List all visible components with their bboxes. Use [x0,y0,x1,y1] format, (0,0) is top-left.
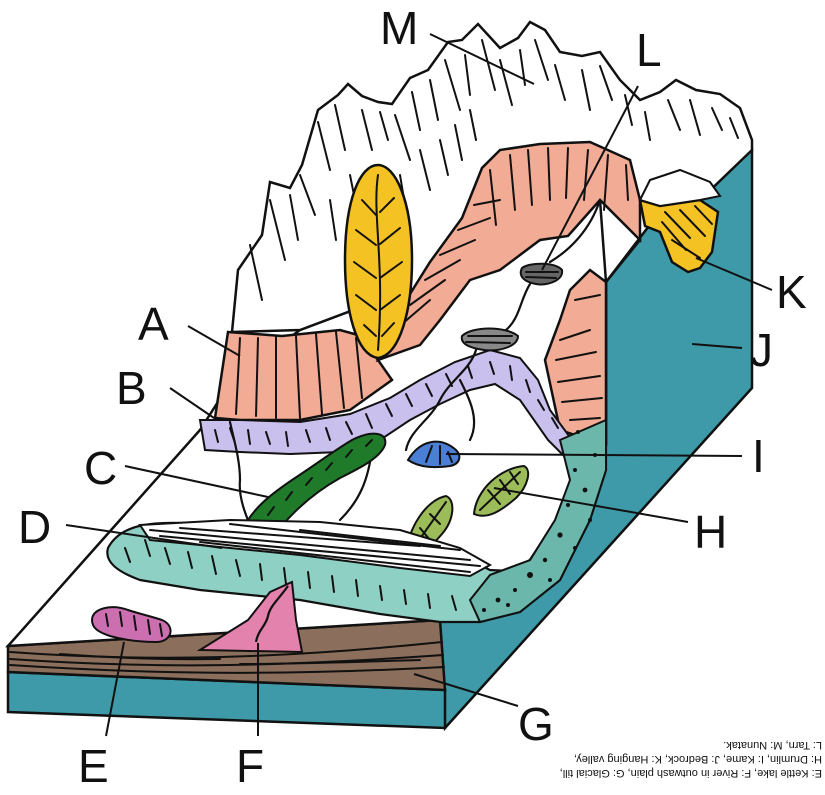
label-m: M [380,2,418,54]
tarn-upper [521,264,562,285]
label-k: K [776,266,807,318]
caption-line-1: E: Kettle lake, F: River in outwash plai… [552,766,822,780]
label-b: B [116,362,147,414]
label-i: I [752,430,765,482]
label-j: J [750,324,773,376]
label-h: H [694,506,727,558]
caption-line-3: L: Tarn, M: Nunatak. [552,738,822,752]
answer-key-caption: E: Kettle lake, F: River in outwash plai… [552,738,822,780]
tarn-lower [462,329,518,351]
label-l: L [636,24,662,76]
label-c: C [84,442,117,494]
label-a: A [138,298,169,350]
label-g: G [518,698,554,750]
label-f: F [236,740,264,792]
label-e: E [78,740,109,792]
caption-line-2: H: Drumlin, I: Kame, J: Bedrock, K: Hang… [552,752,822,766]
label-d: D [18,501,51,553]
